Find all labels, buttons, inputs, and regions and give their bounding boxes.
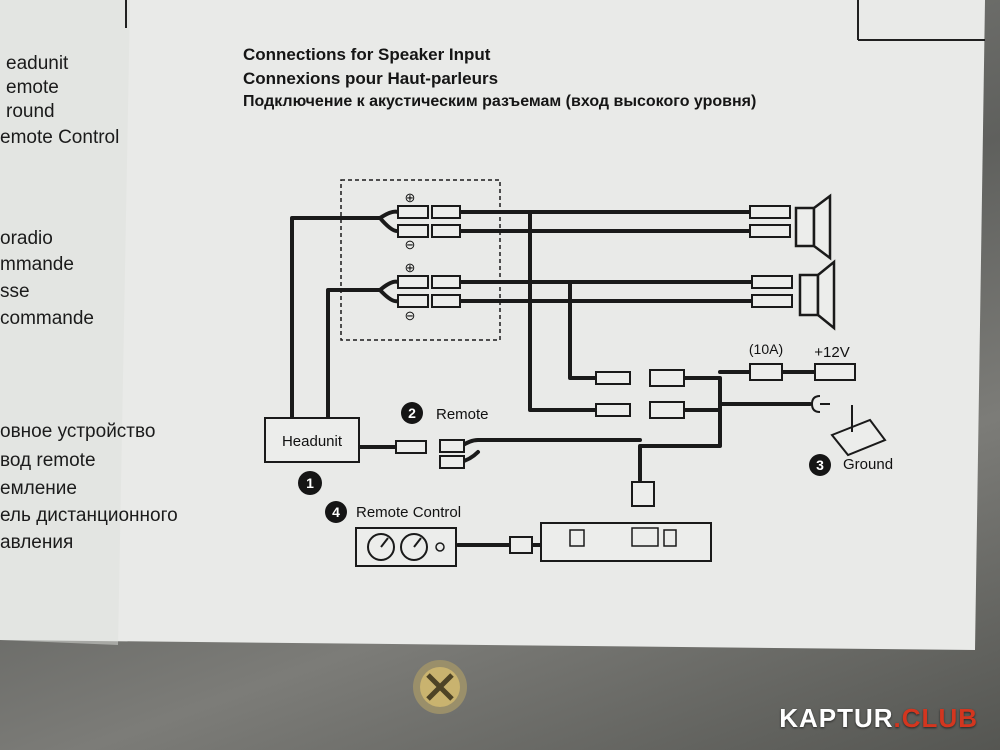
svg-text:1: 1 [306,475,314,491]
watermark-brand: KAPTUR [779,703,894,733]
marker-2: 2 [401,402,423,424]
marker-3: 3 [809,454,831,476]
svg-text:4: 4 [332,504,340,520]
left-fr-2: mmande [0,254,74,275]
marker-1: 1 [298,471,322,495]
left-ru-3: емление [0,478,77,499]
remote-control-label: Remote Control [356,504,461,521]
watermark-suffix: CLUB [901,703,978,733]
headunit-label: Headunit [282,433,343,450]
left-en-4: emote Control [0,127,120,148]
plus-sign-2: ⊕ [405,260,416,275]
remote-label: Remote [436,406,489,423]
left-ru-5: авления [0,532,74,553]
speaker-icon [794,193,836,331]
watermark-dot: . [893,703,902,733]
left-ru-2: вод remote [0,450,96,471]
marker-4: 4 [325,501,347,523]
left-ru-4: ель дистанционного [0,505,178,526]
ground-icon [810,395,887,457]
watermark: KAPTUR.CLUB [779,703,978,734]
remote-control-device [355,527,457,567]
power-label: +12V [814,344,849,361]
headunit-box [264,417,360,463]
left-ru-1: овное устройство [0,421,156,442]
title-ru: Подключение к акустическим разъемам (вхо… [243,93,757,110]
plus-sign-1: ⊕ [405,190,416,205]
fuse-label: (10A) [749,341,783,357]
left-en-1: eadunit [6,53,69,74]
left-fr-4: commande [0,308,94,329]
left-fr-1: oradio [0,228,53,249]
minus-sign-1: ⊖ [405,237,416,252]
ground-label: Ground [843,456,893,473]
left-fr-3: sse [0,281,30,302]
left-en-3: round [6,101,55,122]
screw-icon [413,660,467,714]
minus-sign-2: ⊖ [405,308,416,323]
title-fr: Connexions pour Haut-parleurs [243,69,499,88]
left-en-2: emote [6,77,59,98]
amplifier-box [540,522,712,562]
title-en: Connections for Speaker Input [243,45,491,64]
svg-text:3: 3 [816,457,824,473]
svg-text:2: 2 [408,405,416,421]
